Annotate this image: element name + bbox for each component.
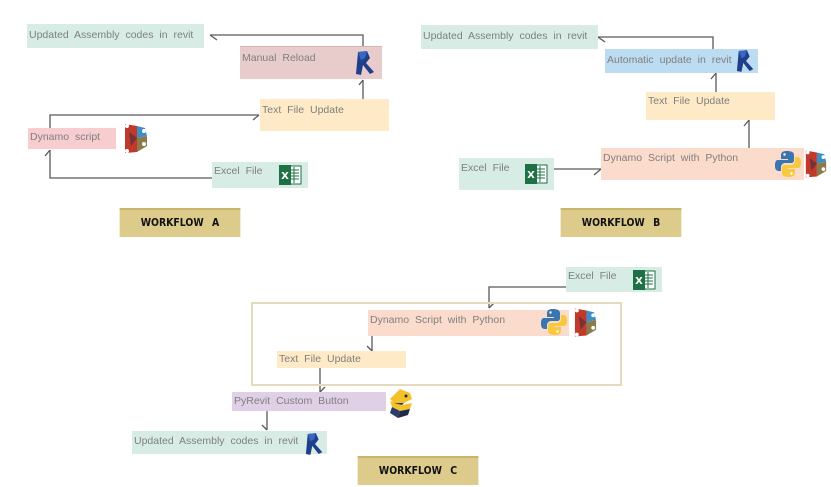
python-icon xyxy=(775,151,801,177)
node-b-dynamo-script-with-python: Dynamo Script with Python xyxy=(601,148,804,180)
svg-text:X: X xyxy=(527,170,535,181)
workflow-c-label: WORKFLOW C xyxy=(357,456,479,485)
excel-icon: X xyxy=(633,270,656,290)
pyrevit-icon xyxy=(390,389,412,418)
node-c-text-file-update: Text File Update xyxy=(277,351,406,368)
connector-a-reload-to-updated xyxy=(210,34,364,46)
revit-icon xyxy=(736,50,754,72)
node-label: Text File Update xyxy=(279,353,361,365)
arrowhead xyxy=(252,114,260,121)
node-label: Dynamo script xyxy=(30,131,101,143)
node-label: Manual Reload xyxy=(242,52,316,64)
workflow-a-label: WORKFLOW A xyxy=(119,208,241,237)
arrowhead xyxy=(593,168,602,176)
excel-icon: X xyxy=(279,165,302,185)
arrowhead xyxy=(358,79,364,86)
node-label: Updated Assembly codes in revit xyxy=(29,29,194,41)
node-label: Updated Assembly codes in revit xyxy=(134,435,299,447)
arrowhead xyxy=(366,345,373,352)
node-label: Text File Update xyxy=(648,95,730,107)
connector-b-auto-to-updated xyxy=(598,36,714,49)
revit-icon xyxy=(305,433,323,455)
node-a-dynamo-script: Dynamo script xyxy=(28,128,116,149)
workflow-c-automation-frame xyxy=(251,302,622,386)
connector-a-dynamo-to-text xyxy=(49,114,259,128)
node-c-pyrevit-custom-button: PyRevit Custom Button xyxy=(232,392,386,411)
node-b-text-file-update: Text File Update xyxy=(646,92,775,120)
node-a-text-file-update: Text File Update xyxy=(260,99,389,131)
node-label: Dynamo Script with Python xyxy=(370,314,506,326)
node-label: PyRevit Custom Button xyxy=(234,395,349,407)
node-label: Updated Assembly codes in revit xyxy=(423,30,588,42)
node-label: Excel File xyxy=(461,162,510,174)
dynamo-icon xyxy=(574,308,597,337)
arrowhead xyxy=(710,72,717,80)
python-icon xyxy=(541,309,567,335)
dynamo-icon xyxy=(805,150,827,178)
svg-text:X: X xyxy=(281,171,289,182)
node-a-updated-assembly-codes: Updated Assembly codes in revit xyxy=(27,24,204,48)
connector-a-excel-to-dynamo xyxy=(49,150,212,179)
arrowhead xyxy=(44,149,51,157)
node-label: Excel File xyxy=(568,270,617,282)
arrowhead xyxy=(209,34,218,41)
dynamo-icon xyxy=(125,124,147,153)
node-b-automatic-update-in-revit: Automatic update in revit xyxy=(605,49,758,73)
node-c-updated-assembly-codes: Updated Assembly codes in revit xyxy=(132,431,327,454)
arrowhead xyxy=(261,424,268,431)
node-label: Automatic update in revit xyxy=(607,54,732,66)
node-label: Dynamo Script with Python xyxy=(603,152,739,164)
node-c-dynamo-script-with-python: Dynamo Script with Python xyxy=(368,310,569,336)
workflow-b-label: WORKFLOW B xyxy=(560,208,682,237)
node-label: Text File Update xyxy=(262,104,344,116)
connector-c-excel-to-dynamo xyxy=(488,286,567,308)
revit-icon xyxy=(356,51,374,75)
arrowhead xyxy=(743,119,750,127)
node-label: Excel File xyxy=(214,165,263,177)
arrowhead xyxy=(319,386,326,393)
node-b-updated-assembly-codes: Updated Assembly codes in revit xyxy=(421,25,598,49)
svg-text:X: X xyxy=(635,276,643,287)
excel-icon: X xyxy=(525,164,548,184)
arrowhead xyxy=(597,36,606,43)
